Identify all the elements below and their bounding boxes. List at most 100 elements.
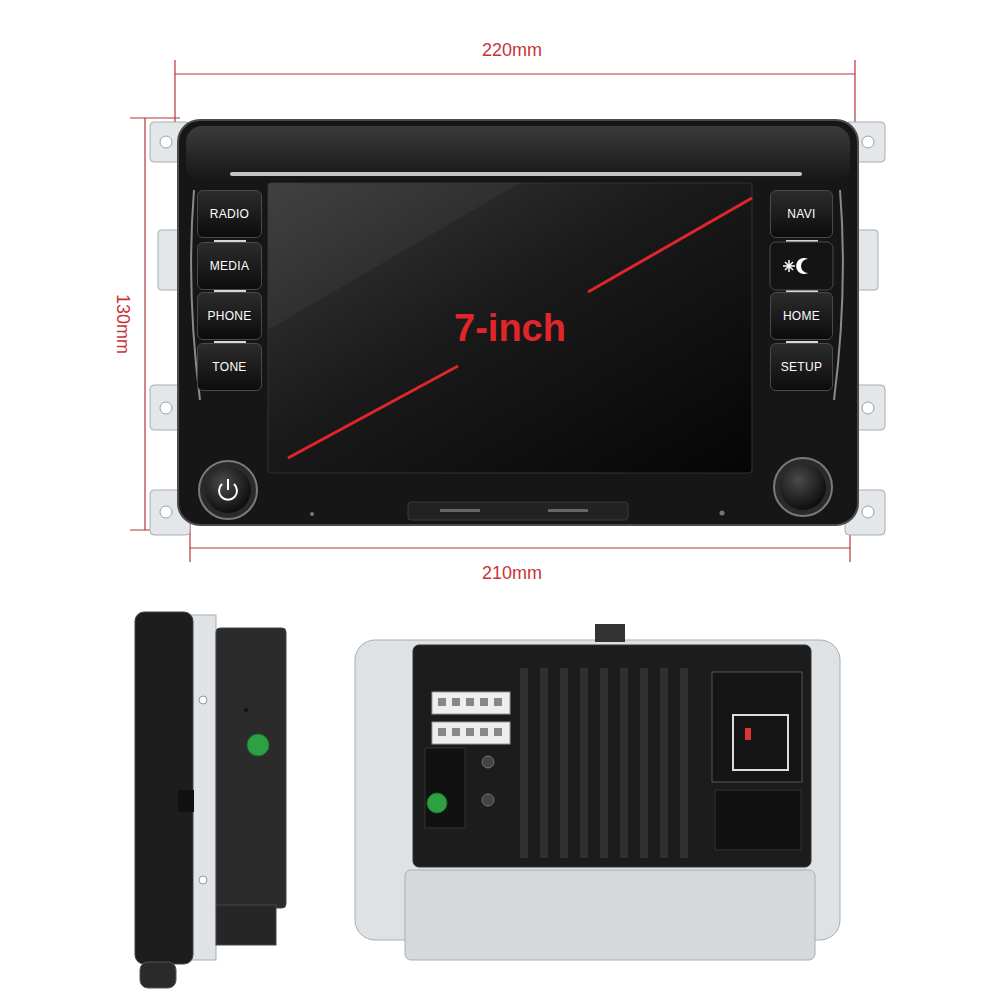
control-button: MEDIA: [197, 242, 262, 290]
diagonal-marker: [288, 366, 458, 458]
dimension-lines: [175, 73, 855, 74]
bottom-slot: [548, 509, 588, 512]
day-night-button: [783, 260, 795, 272]
control-knob: [780, 464, 826, 510]
rear-view: [425, 748, 465, 828]
rear-view: [680, 668, 688, 858]
button-label: MEDIA: [210, 259, 250, 273]
diagonal-marker: [288, 198, 752, 458]
bracket-hole: [160, 402, 172, 414]
side-view: [216, 628, 286, 908]
control-button: HOME: [770, 292, 833, 340]
rear-view: [640, 668, 648, 858]
radio-bezel: [230, 172, 802, 176]
rear-view: [466, 698, 474, 706]
day-night-button: [770, 242, 833, 290]
rear-view: [595, 624, 625, 642]
dimension-label: 210mm: [479, 563, 545, 584]
control-knob: [205, 467, 251, 513]
dimension-lines: [144, 118, 145, 530]
button-label: NAVI: [787, 207, 815, 221]
side-view: [199, 696, 207, 704]
dimension-lines: [130, 117, 180, 118]
radio-bezel: [186, 126, 850, 182]
bottom-slot: [720, 511, 725, 516]
rear-view: [355, 624, 840, 960]
control-knob: [199, 458, 832, 519]
side-view: [140, 962, 176, 988]
control-knob: [199, 461, 257, 519]
bracket-hole: [862, 506, 874, 518]
control-button: TONE: [197, 343, 262, 391]
side-view: [190, 615, 216, 960]
button-label: SETUP: [781, 360, 823, 374]
day-night-button: [785, 262, 793, 270]
button-label: PHONE: [207, 309, 251, 323]
control-button: NAVI: [770, 190, 833, 238]
bottom-slot: [310, 502, 725, 520]
dimension-lines: [190, 547, 850, 548]
bottom-slot: [440, 509, 480, 512]
day-night-button: [770, 242, 833, 290]
dimension-label: 130mm: [112, 291, 133, 357]
side-view: [135, 612, 286, 988]
rear-view: [580, 668, 588, 858]
dimension-label: 220mm: [479, 40, 545, 61]
side-view: [247, 734, 269, 756]
radio-bezel: [178, 120, 858, 525]
radio-bezel: [834, 190, 843, 400]
rear-view: [480, 698, 488, 706]
rear-view: [620, 668, 628, 858]
control-button: PHONE: [197, 292, 262, 340]
rear-view: [452, 728, 460, 736]
side-view: [199, 876, 207, 884]
screen-size-label: 7-inch: [454, 307, 566, 350]
bracket-hole: [862, 402, 874, 414]
rear-view: [438, 728, 446, 736]
rear-view: [733, 715, 788, 770]
side-view: [178, 790, 194, 812]
control-knob: [227, 479, 229, 490]
bracket-hole: [160, 136, 172, 148]
side-view: [135, 612, 193, 964]
rear-view: [745, 728, 751, 740]
control-knob: [774, 458, 832, 516]
rear-view: [405, 870, 815, 960]
rear-view: [438, 698, 502, 736]
side-view: [216, 905, 276, 945]
diagonal-marker: [588, 198, 752, 292]
radio-bezel: [178, 120, 858, 525]
screen-display: [268, 183, 752, 473]
rear-view: [432, 722, 510, 744]
bracket-hole: [862, 136, 874, 148]
rear-view: [660, 668, 668, 858]
rear-view: [494, 698, 502, 706]
bracket-hole: [160, 506, 172, 518]
rear-view: [712, 672, 802, 782]
bottom-slot: [408, 502, 628, 520]
screen-area: 7-inch: [268, 183, 752, 473]
rear-view: [494, 728, 502, 736]
side-view: [244, 708, 248, 712]
rear-view: [482, 756, 494, 768]
rear-view: [427, 793, 447, 813]
rear-view: [560, 668, 568, 858]
rear-view: [520, 668, 528, 858]
button-label: RADIO: [210, 207, 250, 221]
dimension-lines: [854, 60, 855, 125]
rear-view: [413, 645, 811, 867]
rear-view: [540, 668, 548, 858]
screen-display: [268, 183, 752, 473]
control-button: RADIO: [197, 190, 262, 238]
bottom-slot: [310, 512, 314, 516]
button-label: TONE: [212, 360, 246, 374]
rear-view: [452, 698, 460, 706]
rear-view: [715, 790, 801, 850]
control-button: SETUP: [770, 343, 833, 391]
rear-view: [600, 668, 608, 858]
rear-view: [466, 728, 474, 736]
rear-view: [432, 692, 510, 714]
rear-view: [480, 728, 488, 736]
